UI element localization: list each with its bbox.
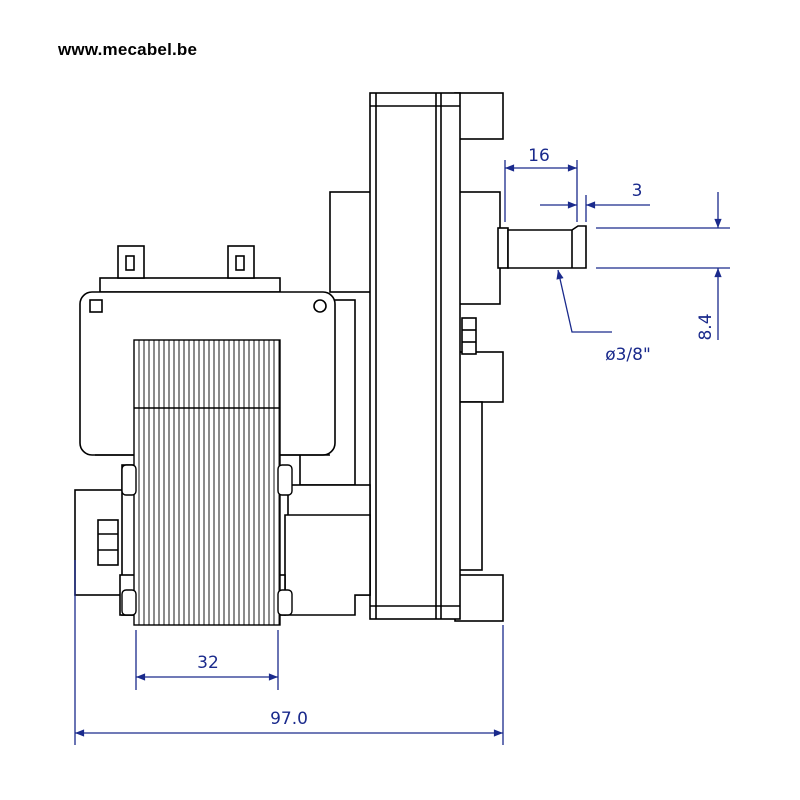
dimension-coil-width: 32 (197, 653, 219, 673)
site-url: www.mecabel.be (58, 40, 198, 59)
dimension-shaft-length: 16 (528, 146, 550, 166)
dimension-shaft-diameter: ø3/8" (605, 345, 651, 365)
output-shaft (497, 225, 587, 269)
gearbox (329, 92, 504, 622)
coil-clips (121, 464, 293, 616)
dimension-shaft-flat: 8.4 (696, 313, 716, 340)
coil-core (133, 339, 281, 626)
dimension-shaft-step: 3 (632, 181, 643, 201)
dimension-overall-width: 97.0 (270, 709, 308, 729)
dimension-lines (74, 160, 730, 745)
